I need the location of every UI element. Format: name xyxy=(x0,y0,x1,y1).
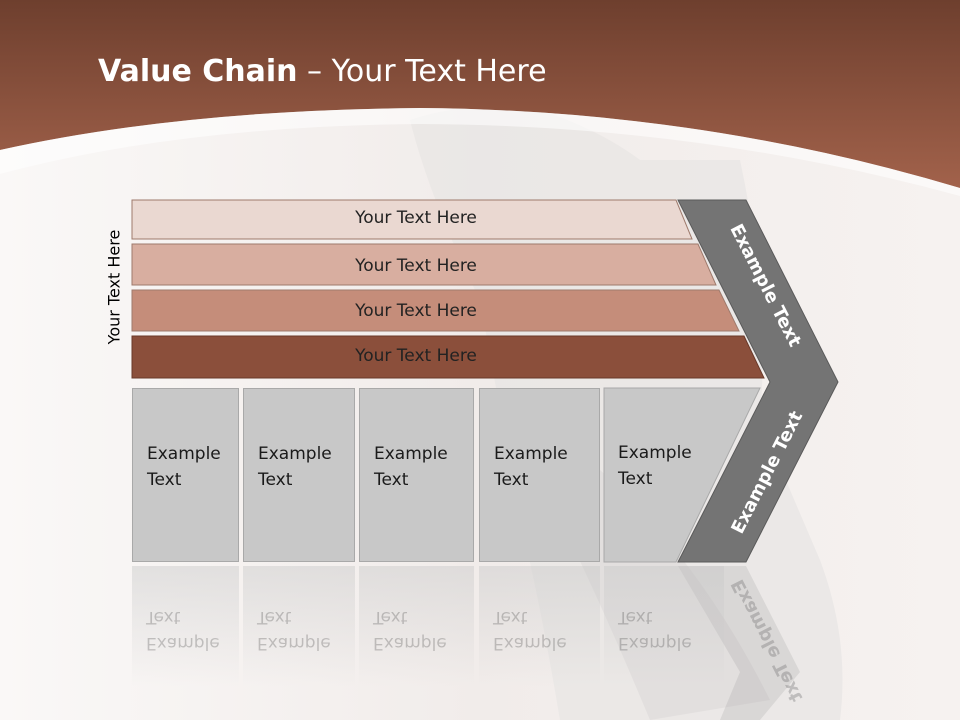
box-2-label: Example Text xyxy=(258,444,332,490)
bar-3 xyxy=(131,289,740,332)
box-5: Example Text xyxy=(604,388,744,562)
box-5-reflection-label: Example Text xyxy=(618,607,692,653)
header-highlight xyxy=(0,108,960,196)
bar-1-label: Your Text Here xyxy=(355,208,477,228)
box-4-reflection-label: Example Text xyxy=(493,607,567,653)
box-1-reflection: Example Text xyxy=(132,566,239,686)
box-3-reflection-label: Example Text xyxy=(373,607,447,653)
bar-1 xyxy=(131,199,693,240)
box-1-label: Example Text xyxy=(147,444,221,490)
bar-2 xyxy=(131,243,717,286)
box-1: Example Text xyxy=(132,388,239,562)
chevron-reflection xyxy=(678,566,800,720)
box-2-reflection: Example Text xyxy=(243,566,355,686)
box-4: Example Text xyxy=(479,388,600,562)
title-bold: Value Chain xyxy=(98,54,298,89)
chevron-arrow xyxy=(677,199,839,563)
box-1-reflection-label: Example Text xyxy=(146,607,220,653)
box-4-label: Example Text xyxy=(494,444,568,490)
box-3: Example Text xyxy=(359,388,474,562)
bar-3-label: Your Text Here xyxy=(355,301,477,321)
bar-4 xyxy=(131,335,765,379)
bar-2-label: Your Text Here xyxy=(355,256,477,276)
slide-title: Value Chain – Your Text Here xyxy=(98,54,547,89)
bar-4-label: Your Text Here xyxy=(355,346,477,366)
box-2: Example Text xyxy=(243,388,355,562)
header-band xyxy=(0,0,960,188)
box-4-reflection: Example Text xyxy=(479,566,600,686)
box-3-reflection: Example Text xyxy=(359,566,474,686)
box-2-reflection-label: Example Text xyxy=(257,607,331,653)
box-3-label: Example Text xyxy=(374,444,448,490)
box-5-shape xyxy=(603,387,761,563)
title-rest: – Your Text Here xyxy=(297,54,547,89)
box-5-reflection: Example Text xyxy=(604,566,724,686)
box-5-label: Example Text xyxy=(618,443,692,489)
